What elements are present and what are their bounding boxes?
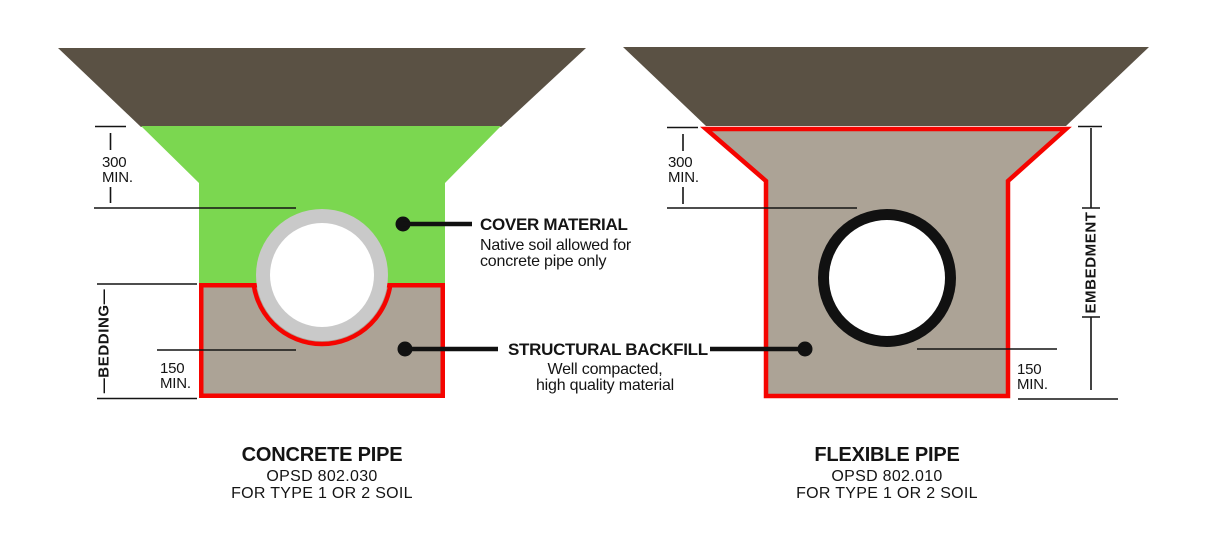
dim-150-left-unit: MIN.: [160, 375, 191, 392]
dim-bedding-lines: [97, 283, 197, 400]
embedment-label: EMBEDMENT: [1083, 211, 1100, 313]
cover-material-zone: [141, 126, 501, 286]
dim-300-left-value: 300: [102, 154, 126, 171]
native-soil-left: [58, 48, 586, 127]
native-soil-right: [623, 47, 1149, 126]
caption-left-title: CONCRETE PIPE: [242, 444, 403, 466]
dim-300-right-lines: [667, 126, 857, 209]
dim-150-left-value: 150: [160, 360, 184, 377]
dim-300-right-unit: MIN.: [668, 169, 699, 186]
caption-right-title: FLEXIBLE PIPE: [814, 444, 959, 466]
dim-300-left-lines: [94, 125, 296, 209]
flexible-pipe-bore: [829, 220, 945, 336]
pipe-cradle-arc: [251, 284, 393, 347]
caption-left-opsd: OPSD 802.030: [266, 468, 377, 485]
flexible-pipe-diagram: 300 MIN. 150 MIN. EMBEDMENT FLEXIBLE PIP…: [623, 47, 1149, 502]
dim-300-left-unit: MIN.: [102, 169, 133, 186]
dim-150-right-unit: MIN.: [1017, 376, 1048, 393]
cover-material-note-1: Native soil allowed for: [480, 237, 632, 254]
dim-300-right-value: 300: [668, 154, 692, 171]
caption-right-soil: FOR TYPE 1 OR 2 SOIL: [796, 485, 978, 502]
dim-150-right-lines: [917, 348, 1118, 400]
dim-embedment-lines: [1078, 125, 1102, 390]
backfill-note-2: high quality material: [536, 377, 674, 394]
cover-material-note-2: concrete pipe only: [480, 253, 606, 270]
backfill-note-1: Well compacted,: [548, 361, 663, 378]
dim-150-right-value: 150: [1017, 361, 1041, 378]
structural-backfill-label: STRUCTURAL BACKFILL: [508, 340, 708, 359]
annotations: COVER MATERIAL Native soil allowed for c…: [395, 215, 813, 394]
cover-material-label: COVER MATERIAL: [480, 215, 628, 234]
concrete-pipe-bore: [270, 223, 374, 327]
concrete-pipe-diagram: 300 MIN. —BEDDING— 150 MIN. CONCRETE PIP…: [58, 48, 586, 502]
bedding-label: —BEDDING—: [96, 289, 113, 394]
caption-right-opsd: OPSD 802.010: [831, 468, 942, 485]
caption-left-soil: FOR TYPE 1 OR 2 SOIL: [231, 485, 413, 502]
